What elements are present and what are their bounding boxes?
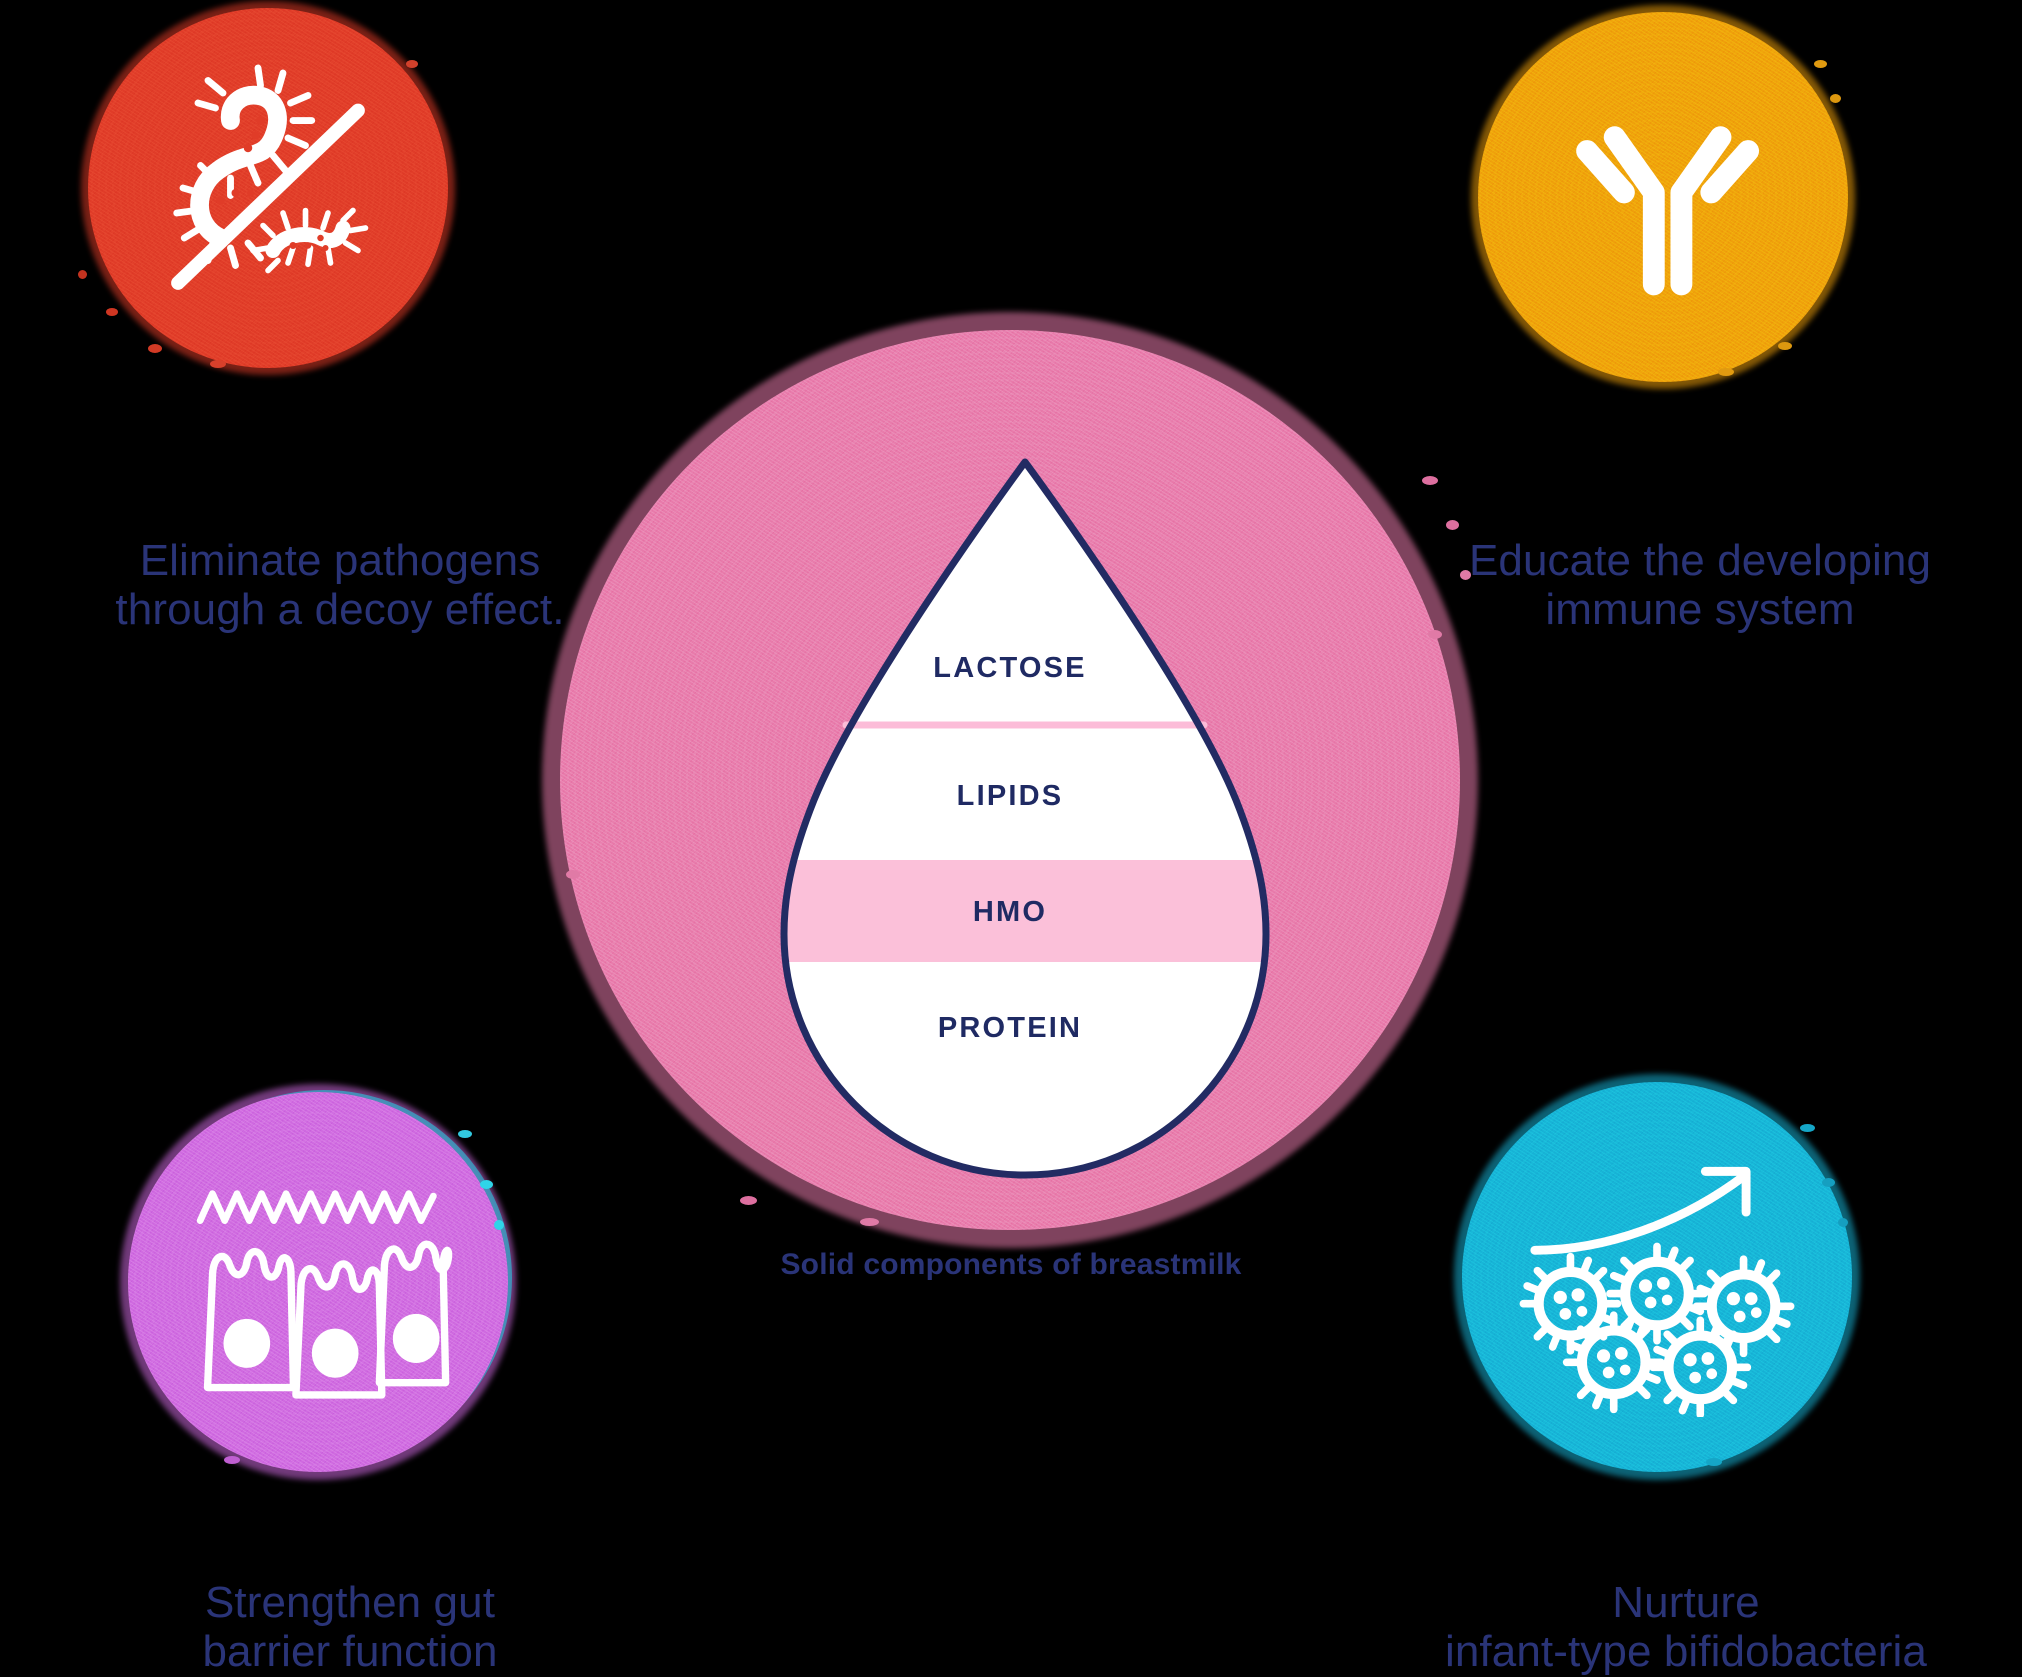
droplet-shape (780, 458, 1270, 1179)
crossed-out-bacteria-icon (88, 8, 448, 368)
paint-speck (78, 270, 87, 279)
caption-nurture-bifidobacteria: Nurture infant-type bifidobacteria (1444, 1578, 1927, 1677)
node-eliminate-pathogens[interactable] (78, 8, 448, 368)
teal-brush-circle (1462, 1082, 1852, 1472)
hmo-band-fill (784, 860, 1266, 962)
caption-eliminate-pathogens: Eliminate pathogens through a decoy effe… (115, 536, 565, 635)
caption-educate-immune-system: Educate the developing immune system (1468, 536, 1932, 635)
droplet-label-lactose: LACTOSE (933, 652, 1087, 684)
droplet-label-protein: PROTEIN (937, 1012, 1083, 1044)
droplet-label-hmo: HMO (972, 896, 1048, 928)
droplet-label-lipids: LIPIDS (956, 780, 1064, 812)
caption-strengthen-gut-barrier: Strengthen gut barrier function (202, 1578, 498, 1677)
breastmilk-droplet-diagram: LACTOSE LIPIDS HMO PROTEIN (560, 330, 1471, 1230)
node-strengthen-gut-barrier[interactable] (128, 1092, 508, 1472)
rising-microbes-icon (1462, 1082, 1852, 1472)
gut-epithelial-cells-icon (128, 1092, 508, 1472)
droplet-caption: Solid components of breastmilk (780, 1248, 1242, 1281)
node-educate-immune-system[interactable] (1478, 12, 1848, 382)
droplet-outline (780, 458, 1270, 1179)
antibody-icon (1478, 12, 1848, 382)
